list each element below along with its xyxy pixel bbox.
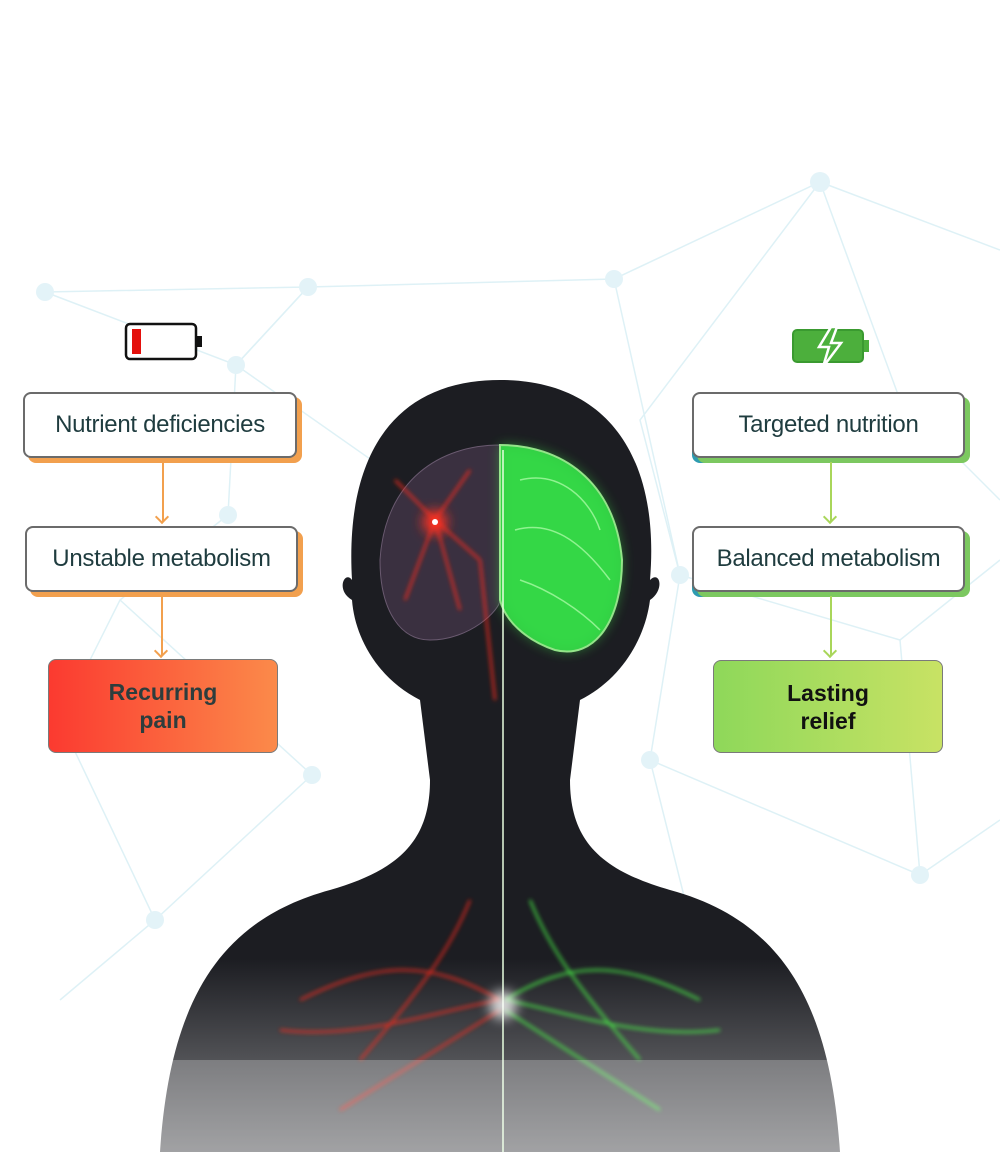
step-targeted-nutrition: Targeted nutrition [692, 392, 965, 458]
step-nutrient-deficiencies: Nutrient deficiencies [23, 392, 297, 458]
arrow-down [830, 462, 832, 522]
step-label: Unstable metabolism [52, 545, 271, 572]
outcome-line: Lasting [787, 679, 869, 706]
outcome-line: relief [800, 707, 856, 734]
battery-charging-icon [792, 325, 869, 368]
step-label: Nutrient deficiencies [55, 411, 265, 438]
step-label: Targeted nutrition [738, 411, 919, 438]
arrow-down [161, 596, 163, 656]
battery-low-icon [124, 322, 202, 361]
arrow-down [162, 462, 164, 522]
brain-red [379, 444, 501, 701]
step-label: Balanced metabolism [716, 545, 941, 572]
brain-green [499, 443, 624, 653]
arrow-down [830, 596, 832, 656]
outcome-line: pain [139, 707, 187, 733]
outcome-line: Recurring [108, 679, 218, 705]
step-unstable-metabolism: Unstable metabolism [25, 526, 298, 592]
step-balanced-metabolism: Balanced metabolism [692, 526, 965, 592]
